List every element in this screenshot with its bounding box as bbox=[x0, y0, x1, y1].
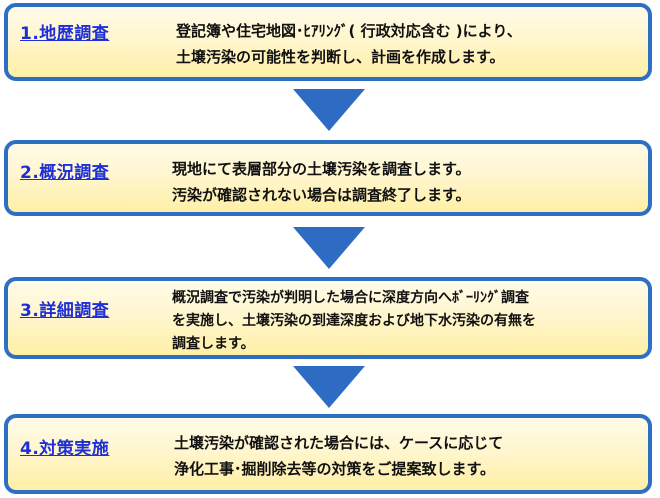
step-1-link[interactable]: 1.地歴調査 bbox=[20, 24, 110, 44]
step-4-link[interactable]: 4.対策実施 bbox=[20, 439, 110, 459]
step-3-link[interactable]: 3.詳細調査 bbox=[20, 301, 110, 321]
step-4-box: 4.対策実施 土壌汚染が確認された場合には、ケースに応じて 浄化工事･掘削除去等… bbox=[4, 414, 652, 494]
step-4-line-2: 浄化工事･掘削除去等の対策をご提案致します。 bbox=[174, 460, 496, 478]
down-arrow-icon bbox=[293, 89, 365, 131]
step-3-description: 概況調査で汚染が判明した場合に深度方向へﾎﾞｰﾘﾝｸﾞ調査 を実施し、土壌汚染の… bbox=[172, 287, 536, 356]
step-3-line-2: を実施し、土壌汚染の到達深度および地下水汚染の有無を bbox=[172, 313, 536, 329]
step-3-line-3: 調査します。 bbox=[172, 336, 255, 352]
step-1-description: 登記簿や住宅地図･ﾋｱﾘﾝｸﾞ( 行政対応含む )により、 土壌汚染の可能性を判… bbox=[176, 18, 522, 70]
step-2-line-1: 現地にて表層部分の土壌汚染を調査します。 bbox=[172, 160, 471, 178]
step-1-line-1: 登記簿や住宅地図･ﾋｱﾘﾝｸﾞ( 行政対応含む )により、 bbox=[176, 22, 522, 40]
step-1-line-2: 土壌汚染の可能性を判断し、計画を作成します。 bbox=[176, 48, 505, 66]
step-2-link[interactable]: 2.概況調査 bbox=[20, 163, 110, 183]
step-1-box: 1.地歴調査 登記簿や住宅地図･ﾋｱﾘﾝｸﾞ( 行政対応含む )により、 土壌汚… bbox=[4, 3, 652, 81]
down-arrow-icon bbox=[293, 227, 365, 269]
step-4-description: 土壌汚染が確認された場合には、ケースに応じて 浄化工事･掘削除去等の対策をご提案… bbox=[174, 430, 503, 482]
step-2-line-2: 汚染が確認されない場合は調査終了します。 bbox=[172, 186, 471, 204]
step-3-box: 3.詳細調査 概況調査で汚染が判明した場合に深度方向へﾎﾞｰﾘﾝｸﾞ調査 を実施… bbox=[4, 277, 652, 359]
step-2-box: 2.概況調査 現地にて表層部分の土壌汚染を調査します。 汚染が確認されない場合は… bbox=[4, 140, 652, 216]
step-3-line-1: 概況調査で汚染が判明した場合に深度方向へﾎﾞｰﾘﾝｸﾞ調査 bbox=[172, 290, 529, 306]
down-arrow-icon bbox=[293, 366, 365, 408]
step-4-line-1: 土壌汚染が確認された場合には、ケースに応じて bbox=[174, 434, 504, 452]
step-2-description: 現地にて表層部分の土壌汚染を調査します。 汚染が確認されない場合は調査終了します… bbox=[172, 156, 471, 208]
